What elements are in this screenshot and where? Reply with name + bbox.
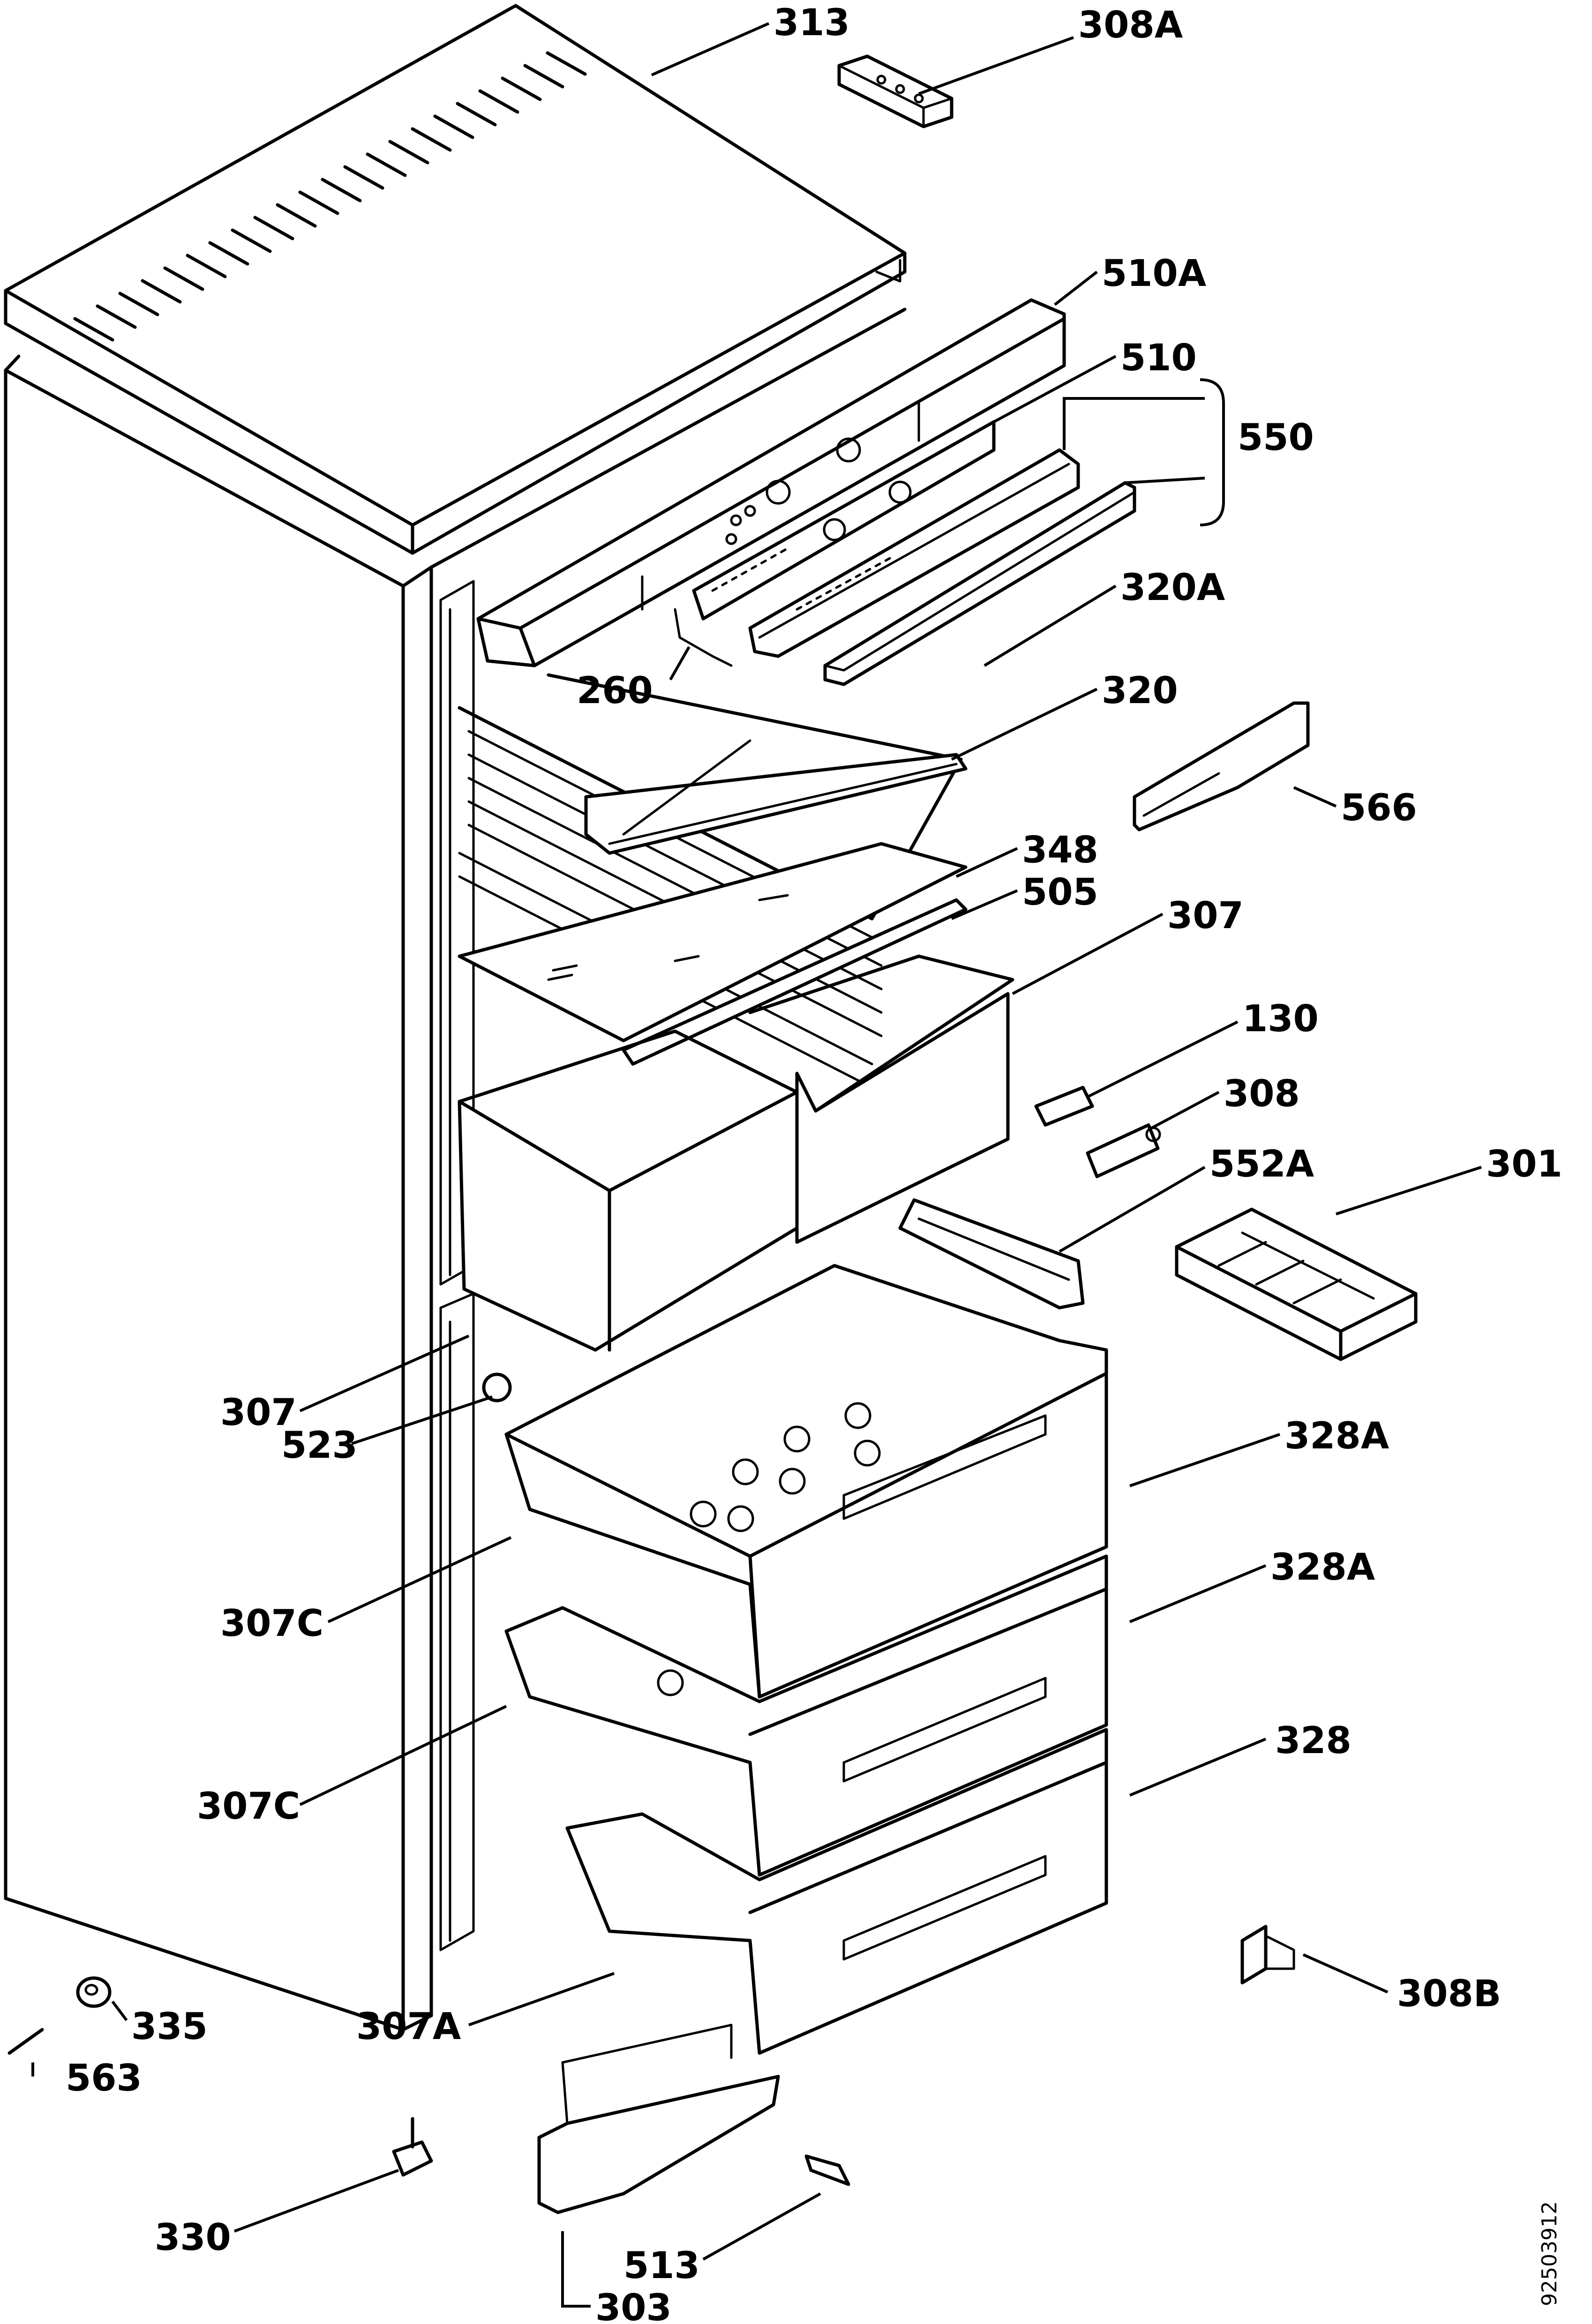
freezer-drawer-bottom-328 xyxy=(565,1728,1108,2055)
label-320: 320 xyxy=(1102,670,1178,712)
vent-slot xyxy=(478,89,519,114)
shelf-trim-505 xyxy=(622,898,968,1066)
label-313: 313 xyxy=(773,2,850,44)
label-307A: 307A xyxy=(356,2006,461,2048)
label-307-left: 307 xyxy=(220,1392,297,1434)
label-301: 301 xyxy=(1486,1143,1562,1185)
vent-slot xyxy=(141,279,182,304)
label-348: 348 xyxy=(1022,829,1098,871)
label-328: 328 xyxy=(1275,1720,1352,1762)
vent-slot xyxy=(118,292,159,316)
clip-130 xyxy=(1034,1086,1094,1127)
label-513: 513 xyxy=(623,2245,700,2287)
label-510: 510 xyxy=(1120,337,1197,379)
control-panel-550-strip xyxy=(748,448,1080,658)
vent-slot xyxy=(456,102,497,127)
vent-slot xyxy=(501,76,542,101)
wire-260 xyxy=(674,608,733,667)
vent-slot xyxy=(411,127,452,152)
label-308B: 308B xyxy=(1397,1973,1501,2015)
hinge-308 xyxy=(1086,1123,1161,1178)
leader-lines xyxy=(31,22,1482,2308)
vent-slot xyxy=(96,304,137,329)
vent-slot xyxy=(321,178,362,202)
label-308: 308 xyxy=(1224,1073,1300,1115)
vent-slot xyxy=(73,317,114,342)
vent-slot xyxy=(388,140,429,165)
control-panel-510 xyxy=(692,420,996,621)
vent-slot xyxy=(276,203,317,228)
vent-slot xyxy=(186,254,227,278)
label-130: 130 xyxy=(1242,998,1319,1040)
label-307-top: 307 xyxy=(1167,895,1244,937)
control-panel-510A xyxy=(476,298,1066,667)
vent-slot xyxy=(163,266,204,291)
top-cover-vents xyxy=(73,51,587,342)
fridge-bin-left xyxy=(458,1029,799,1352)
hinge-308B xyxy=(1240,1925,1295,1985)
label-552A: 552A xyxy=(1209,1143,1314,1185)
vent-slot xyxy=(433,114,474,139)
ice-tray-301 xyxy=(1175,1207,1418,1361)
rail-552A xyxy=(898,1198,1085,1310)
vent-slot xyxy=(253,216,294,240)
label-550: 550 xyxy=(1238,417,1314,459)
label-328A-1: 328A xyxy=(1284,1415,1389,1457)
vent-slot xyxy=(208,241,249,266)
clip-513 xyxy=(804,2154,850,2186)
fridge-bin-right xyxy=(748,954,1014,1244)
label-260: 260 xyxy=(577,670,653,712)
plinth-303 xyxy=(537,2024,780,2214)
label-307C-2: 307C xyxy=(197,1785,300,1828)
freezer-drawer-top-328A xyxy=(504,1264,1108,1699)
vent-slot xyxy=(231,228,272,253)
glass-shelf-348 xyxy=(458,842,968,1042)
part-labels: 313 308A 510A 510 550 320A 260 320 566 3… xyxy=(66,2,1562,2324)
top-cover-313 xyxy=(4,4,907,555)
foot-335 xyxy=(76,1976,112,2008)
label-510A: 510A xyxy=(1102,253,1206,295)
foot-330 xyxy=(392,2117,433,2177)
label-308A: 308A xyxy=(1078,4,1183,46)
label-563: 563 xyxy=(66,2057,142,2099)
hinge-308A xyxy=(837,54,954,128)
vent-slot xyxy=(523,64,564,89)
ice-scraper-566 xyxy=(1133,701,1310,832)
label-523: 523 xyxy=(281,1424,358,1467)
vent-slot xyxy=(366,152,407,177)
freezer-drawer-mid-328A xyxy=(504,1554,1108,1877)
label-330: 330 xyxy=(155,2217,231,2259)
knob-523 xyxy=(482,1372,512,1402)
document-id: 92503912 xyxy=(1538,2201,1562,2306)
vent-slot xyxy=(298,190,339,215)
pin-563 xyxy=(8,2028,44,2055)
vent-slot xyxy=(546,51,587,76)
label-307C-1: 307C xyxy=(220,1603,323,1645)
vent-slot xyxy=(343,165,384,190)
label-335: 335 xyxy=(131,2006,208,2048)
label-566: 566 xyxy=(1341,787,1417,829)
label-328A-2: 328A xyxy=(1270,1546,1375,1589)
label-303: 303 xyxy=(595,2287,672,2324)
label-320A: 320A xyxy=(1120,567,1225,609)
label-505: 505 xyxy=(1022,871,1098,914)
